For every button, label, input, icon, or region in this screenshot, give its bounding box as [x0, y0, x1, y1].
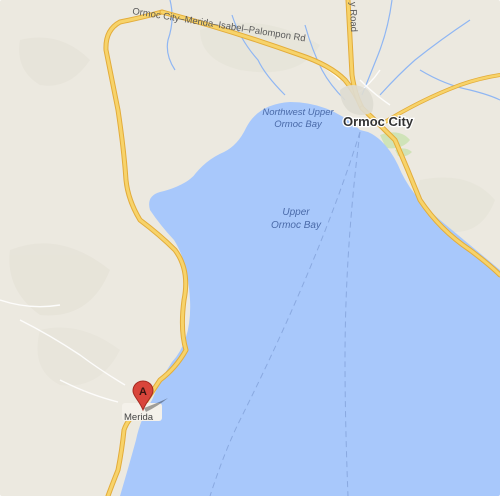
main-highway [103, 0, 500, 496]
local-roads [0, 64, 391, 403]
rivers [166, 0, 500, 101]
water-label-northwest-1: Northwest Upper [262, 107, 334, 118]
marker-shadow [144, 398, 168, 412]
place-label-merida: Merida [124, 412, 154, 423]
place-label-ormoc-city: Ormoc City [343, 114, 414, 129]
water-label-upper-2: Ormoc Bay [271, 220, 322, 231]
upper-ormoc-bay-water [120, 102, 500, 496]
ferry-routes [209, 131, 361, 496]
location-marker[interactable]: A [132, 380, 168, 412]
water-label-upper-1: Upper [282, 207, 310, 218]
urban-area-merida [122, 403, 162, 421]
terrain-shading [9, 22, 495, 386]
inlet-water [178, 170, 202, 194]
marker-letter: A [139, 386, 147, 398]
marker-pin-icon[interactable] [132, 380, 154, 412]
road-label-north: y Road [347, 2, 359, 32]
water-label-northwest-2: Ormoc Bay [274, 119, 323, 130]
urban-area [340, 85, 374, 115]
